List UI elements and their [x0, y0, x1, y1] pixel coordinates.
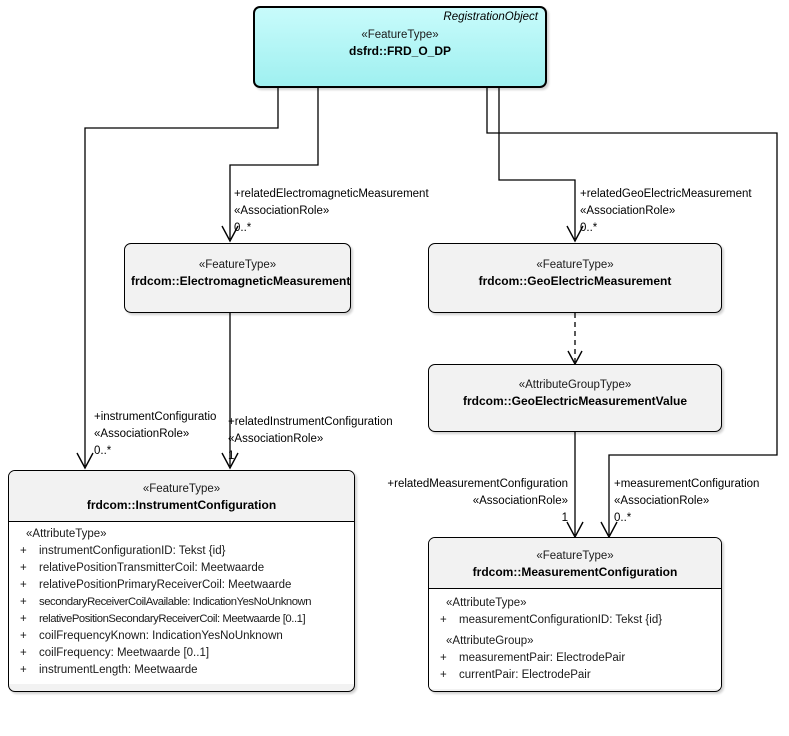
attribute-text: instrumentConfigurationID: Tekst {id}	[39, 545, 226, 557]
attribute-row: + measurementConfigurationID: Tekst {id}	[429, 612, 721, 629]
attribute-text: relativePositionTransmitterCoil: Meetwaa…	[39, 562, 265, 574]
association-multiplicity: 0..*	[580, 222, 598, 234]
attribute-visibility: +	[440, 652, 447, 664]
association-multiplicity: 0..*	[234, 222, 252, 234]
association-stereotype: «AssociationRole»	[234, 205, 330, 217]
class-box-measurement-configuration[interactable]: «FeatureType» frdcom::MeasurementConfigu…	[428, 537, 722, 692]
attribute-row: + measurementPair: ElectrodePair	[429, 650, 721, 667]
class-stereotype: «FeatureType»	[536, 550, 614, 562]
class-header: RegistrationObject «FeatureType» dsfrd::…	[255, 8, 545, 65]
class-stereotype: «FeatureType»	[536, 259, 614, 271]
association-role: +relatedGeoElectricMeasurement	[580, 188, 752, 200]
association-label-related-instrument-configuration: +relatedInstrumentConfiguration «Associa…	[228, 414, 393, 465]
association-stereotype: «AssociationRole»	[580, 205, 676, 217]
class-header: «FeatureType» frdcom::ElectromagneticMea…	[125, 244, 350, 295]
attribute-text: instrumentLength: Meetwaarde	[39, 664, 198, 676]
attribute-visibility: +	[440, 669, 447, 681]
attribute-section-label: «AttributeGroup»	[446, 635, 534, 647]
attribute-row: + coilFrequencyKnown: IndicationYesNoUnk…	[9, 628, 354, 645]
attribute-section-label: «AttributeType»	[26, 528, 107, 540]
class-name: frdcom::InstrumentConfiguration	[86, 498, 277, 512]
association-role: +relatedMeasurementConfiguration	[387, 478, 568, 490]
attribute-row: + relativePositionSecondaryReceiverCoil:…	[9, 611, 354, 628]
attribute-visibility: +	[20, 647, 27, 659]
attribute-visibility: +	[20, 630, 27, 642]
class-stereotype: «FeatureType»	[142, 483, 221, 495]
association-role: +relatedInstrumentConfiguration	[228, 416, 393, 428]
class-box-instrument-configuration[interactable]: «FeatureType» frdcom::InstrumentConfigur…	[8, 470, 355, 692]
attribute-visibility: +	[20, 545, 27, 557]
class-header: «FeatureType» frdcom::GeoElectricMeasure…	[429, 244, 721, 295]
attribute-row: + coilFrequency: Meetwaarde [0..1]	[9, 645, 354, 662]
association-label-measurement-configuration: +measurementConfiguration «AssociationRo…	[614, 476, 759, 527]
attribute-text: measurementConfigurationID: Tekst {id}	[459, 614, 663, 626]
attribute-visibility: +	[20, 664, 27, 676]
attribute-visibility: +	[20, 613, 27, 625]
arrowhead-instrumentconfiguration-left	[76, 452, 94, 470]
class-header: «FeatureType» frdcom::MeasurementConfigu…	[429, 538, 721, 589]
association-label-related-geoelectric-measurement: +relatedGeoElectricMeasurement «Associat…	[580, 186, 752, 237]
class-header: «AttributeGroupType» frdcom::GeoElectric…	[429, 365, 721, 415]
class-name: dsfrd::FRD_O_DP	[348, 44, 451, 58]
attribute-visibility: +	[440, 614, 447, 626]
association-stereotype: «AssociationRole»	[228, 433, 324, 445]
association-multiplicity: 0..*	[614, 512, 632, 524]
association-role: +relatedElectromagneticMeasurement	[234, 188, 429, 200]
attribute-row: + secondaryReceiverCoilAvailable: Indica…	[9, 594, 354, 611]
class-name: frdcom::ElectromagneticMeasurement	[131, 274, 351, 288]
attribute-row: + relativePositionPrimaryReceiverCoil: M…	[9, 577, 354, 594]
attribute-visibility: +	[20, 596, 27, 608]
association-stereotype: «AssociationRole»	[94, 428, 190, 440]
attribute-row: + currentPair: ElectrodePair	[429, 667, 721, 684]
attribute-row: + instrumentLength: Meetwaarde	[9, 662, 354, 679]
attribute-text: secondaryReceiverCoilAvailable: Indicati…	[39, 596, 312, 608]
attribute-text: measurementPair: ElectrodePair	[459, 652, 626, 664]
association-label-instrument-configuration: +instrumentConfiguratio «AssociationRole…	[94, 409, 216, 460]
attribute-section-label: «AttributeType»	[446, 597, 527, 609]
association-role: +measurementConfiguration	[614, 478, 760, 490]
object-tag: RegistrationObject	[443, 11, 538, 23]
association-label-related-electromagnetic-measurement: +relatedElectromagneticMeasurement «Asso…	[234, 186, 429, 237]
edge-frd-to-geoelectricmeasurement	[498, 88, 576, 239]
class-attributes: «AttributeType» + instrumentConfiguratio…	[9, 522, 354, 684]
arrowhead-geoelectricvalue-dependency	[567, 350, 583, 366]
attribute-text: coilFrequency: Meetwaarde [0..1]	[39, 647, 210, 659]
class-stereotype: «FeatureType»	[361, 29, 439, 41]
class-stereotype: «FeatureType»	[198, 259, 277, 271]
association-multiplicity: 1	[561, 512, 568, 524]
attribute-visibility: +	[20, 562, 27, 574]
association-stereotype: «AssociationRole»	[472, 495, 568, 507]
attribute-row: + relativePositionTransmitterCoil: Meetw…	[9, 560, 354, 577]
association-multiplicity: 1	[228, 450, 235, 462]
class-box-geoelectric-measurement-value[interactable]: «AttributeGroupType» frdcom::GeoElectric…	[428, 364, 722, 432]
attribute-text: relativePositionSecondaryReceiverCoil: M…	[39, 613, 306, 625]
association-multiplicity: 0..*	[94, 445, 112, 457]
attribute-text: relativePositionPrimaryReceiverCoil: Mee…	[39, 579, 292, 591]
class-box-geoelectric-measurement[interactable]: «FeatureType» frdcom::GeoElectricMeasure…	[428, 243, 722, 313]
class-box-electromagnetic-measurement[interactable]: «FeatureType» frdcom::ElectromagneticMea…	[124, 243, 351, 313]
class-header: «FeatureType» frdcom::InstrumentConfigur…	[9, 471, 354, 522]
association-role: +instrumentConfiguratio	[94, 411, 217, 423]
attribute-text: currentPair: ElectrodePair	[459, 669, 591, 681]
class-attributes: «AttributeType» + measurementConfigurati…	[429, 589, 721, 689]
association-label-related-measurement-configuration: +relatedMeasurementConfiguration «Associ…	[371, 476, 568, 527]
class-box-frd-o-dp[interactable]: RegistrationObject «FeatureType» dsfrd::…	[253, 6, 547, 88]
arrowhead-measurementconfiguration-left	[566, 521, 584, 539]
attribute-text: coilFrequencyKnown: IndicationYesNoUnkno…	[39, 630, 283, 642]
attribute-row: + instrumentConfigurationID: Tekst {id}	[9, 543, 354, 560]
class-name: frdcom::MeasurementConfiguration	[472, 565, 678, 579]
class-name: frdcom::GeoElectricMeasurement	[478, 274, 672, 288]
attribute-visibility: +	[20, 579, 27, 591]
class-name: frdcom::GeoElectricMeasurementValue	[462, 394, 688, 408]
association-stereotype: «AssociationRole»	[614, 495, 710, 507]
class-stereotype: «AttributeGroupType»	[518, 379, 632, 391]
